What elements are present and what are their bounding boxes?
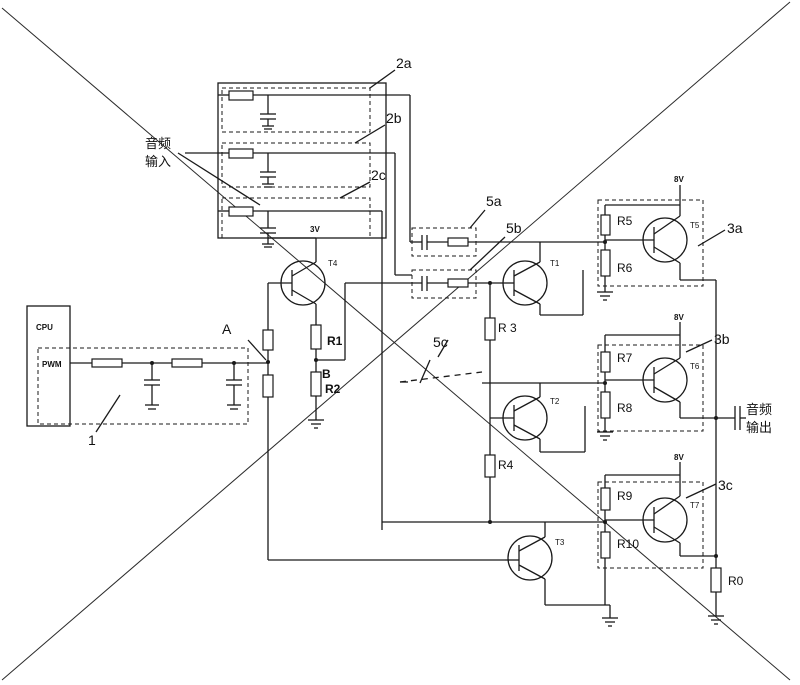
cross-line-1 xyxy=(1,7,791,681)
label-r6: R6 xyxy=(617,261,633,275)
audio-input-label-1: 音频 xyxy=(145,136,171,152)
resistor-r0 xyxy=(710,567,722,593)
label-r4: R4 xyxy=(498,458,514,472)
label-cpu: CPU xyxy=(36,323,53,332)
filter-2b-resistor xyxy=(228,148,254,159)
resistor-a-upper xyxy=(262,329,274,351)
label-t6: T6 xyxy=(690,362,700,371)
resistor-r5 xyxy=(600,214,611,236)
audio-input-label-2: 输入 xyxy=(145,154,171,170)
label-a: A xyxy=(222,321,232,337)
pwm-resistor-1 xyxy=(91,358,123,368)
label-2a: 2a xyxy=(396,55,412,71)
audio-output-label-2: 输出 xyxy=(746,420,772,436)
resistor-r1 xyxy=(310,324,322,350)
label-8v-b: 8V xyxy=(674,313,684,322)
label-3c: 3c xyxy=(718,477,733,493)
box-5b xyxy=(411,269,477,299)
label-2b: 2b xyxy=(386,110,402,126)
box-3b xyxy=(597,344,704,432)
resistor-r8 xyxy=(600,391,611,419)
label-t7: T7 xyxy=(690,501,700,510)
box-1 xyxy=(37,347,249,425)
label-1: 1 xyxy=(88,432,96,448)
resistor-r2 xyxy=(310,371,322,397)
label-r9: R9 xyxy=(617,489,633,503)
label-3b: 3b xyxy=(714,331,730,347)
label-r0: R0 xyxy=(728,574,744,588)
coupling-5a-resistor xyxy=(447,237,469,247)
label-3a: 3a xyxy=(727,220,743,236)
label-t2: T2 xyxy=(550,397,560,406)
audio-output-label-1: 音频 xyxy=(746,402,772,418)
switch-5c xyxy=(399,371,483,383)
label-2c: 2c xyxy=(371,167,386,183)
label-t4: T4 xyxy=(328,259,338,268)
resistor-r10 xyxy=(600,531,611,559)
filter-2a-resistor xyxy=(228,90,254,101)
label-5c: 5c xyxy=(433,334,448,350)
filter-2c-resistor xyxy=(228,206,254,217)
box-2a xyxy=(221,87,371,133)
resistor-r9 xyxy=(600,487,611,511)
label-pwm: PWM xyxy=(42,360,62,369)
filter-group xyxy=(185,82,387,248)
label-b: B xyxy=(322,367,331,381)
label-r10: R10 xyxy=(617,537,639,551)
label-r7: R7 xyxy=(617,351,633,365)
coupling-5b-resistor xyxy=(447,278,469,288)
label-r3: R 3 xyxy=(498,321,517,335)
resistor-r7 xyxy=(600,351,611,373)
label-5b: 5b xyxy=(506,220,522,236)
label-r5: R5 xyxy=(617,214,633,228)
box-3c xyxy=(597,481,704,569)
transistor-t3 xyxy=(507,535,553,581)
resistor-r3 xyxy=(484,317,496,341)
label-8v-c: 8V xyxy=(674,453,684,462)
label-r8: R8 xyxy=(617,401,633,415)
label-t3: T3 xyxy=(555,538,565,547)
resistor-r6 xyxy=(600,249,611,277)
label-t5: T5 xyxy=(690,221,700,230)
cpu-block xyxy=(26,305,71,427)
label-5a: 5a xyxy=(486,193,502,209)
resistor-r4 xyxy=(484,454,496,478)
label-3v: 3V xyxy=(310,225,320,234)
box-2c xyxy=(221,197,371,239)
resistor-a-lower xyxy=(262,374,274,398)
label-r2: R2 xyxy=(325,382,341,396)
pwm-resistor-2 xyxy=(171,358,203,368)
label-r1: R1 xyxy=(327,334,343,348)
label-t1: T1 xyxy=(550,259,560,268)
box-2b xyxy=(221,142,371,188)
label-8v-a: 8V xyxy=(674,175,684,184)
